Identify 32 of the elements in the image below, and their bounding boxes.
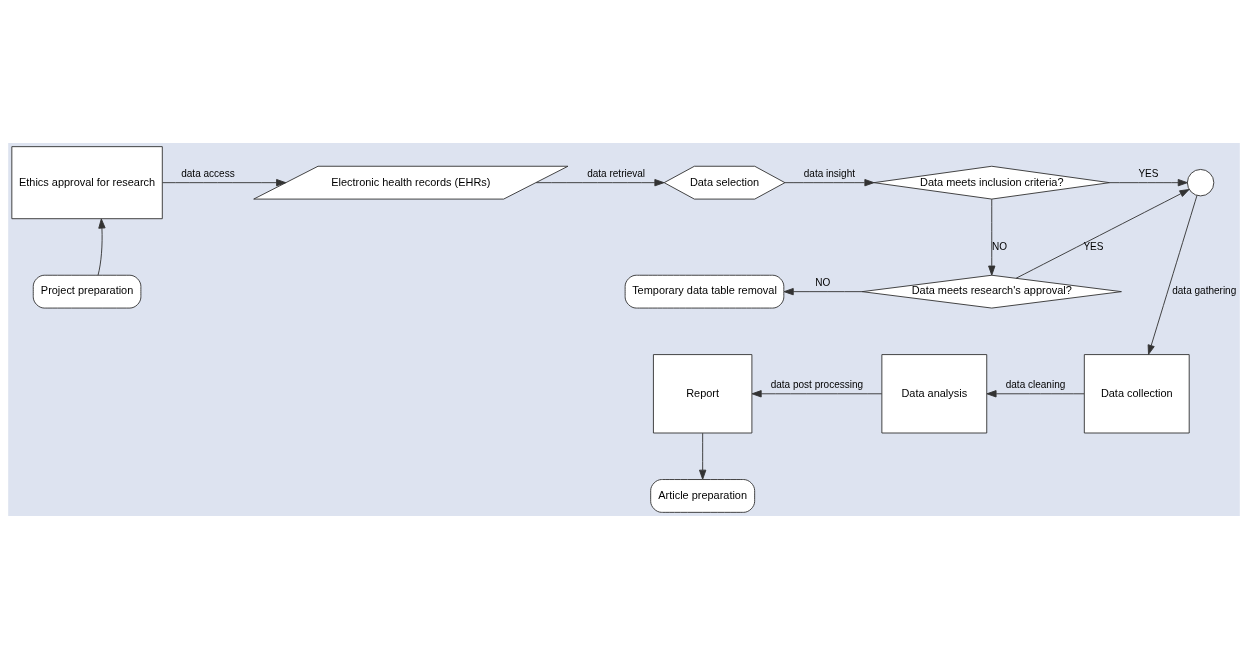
edge-label: data post processing xyxy=(770,379,864,391)
node-circle xyxy=(1186,169,1215,197)
arrow xyxy=(783,288,863,296)
node-diamond: Data meets research's approval? xyxy=(861,274,1122,309)
node-box: Article preparation xyxy=(650,479,756,513)
edge-label: data retrieval xyxy=(587,168,646,180)
edge-label: NO xyxy=(815,277,831,288)
arrow xyxy=(751,390,883,398)
arrow xyxy=(97,218,106,276)
arrow xyxy=(162,179,287,187)
edge-label: data cleaning xyxy=(1005,379,1066,391)
node-box: Project preparation xyxy=(32,274,142,309)
arrow xyxy=(988,198,996,276)
arrow xyxy=(986,390,1085,398)
arrow xyxy=(699,432,707,480)
node-box: Temporary data table removal xyxy=(624,274,785,309)
node-diamond: Data meets inclusion criteria? xyxy=(873,165,1111,200)
edge-label: data gathering xyxy=(1172,285,1237,297)
edge-label: NO xyxy=(991,240,1008,252)
edge-label: YES xyxy=(1138,168,1159,180)
node-box: Data collection xyxy=(1083,354,1190,434)
node-box: Data analysis xyxy=(881,354,988,434)
edge-label: data access xyxy=(181,168,235,180)
node-box: Ethics approval for research xyxy=(11,146,163,220)
edge-label: data insight xyxy=(803,168,856,180)
arrow xyxy=(1015,189,1190,279)
arrow xyxy=(535,179,665,187)
node-box: Report xyxy=(652,354,753,434)
arrow xyxy=(1109,179,1188,187)
edge-label: YES xyxy=(1083,240,1104,252)
arrow xyxy=(784,179,875,187)
arrow xyxy=(1147,195,1198,355)
